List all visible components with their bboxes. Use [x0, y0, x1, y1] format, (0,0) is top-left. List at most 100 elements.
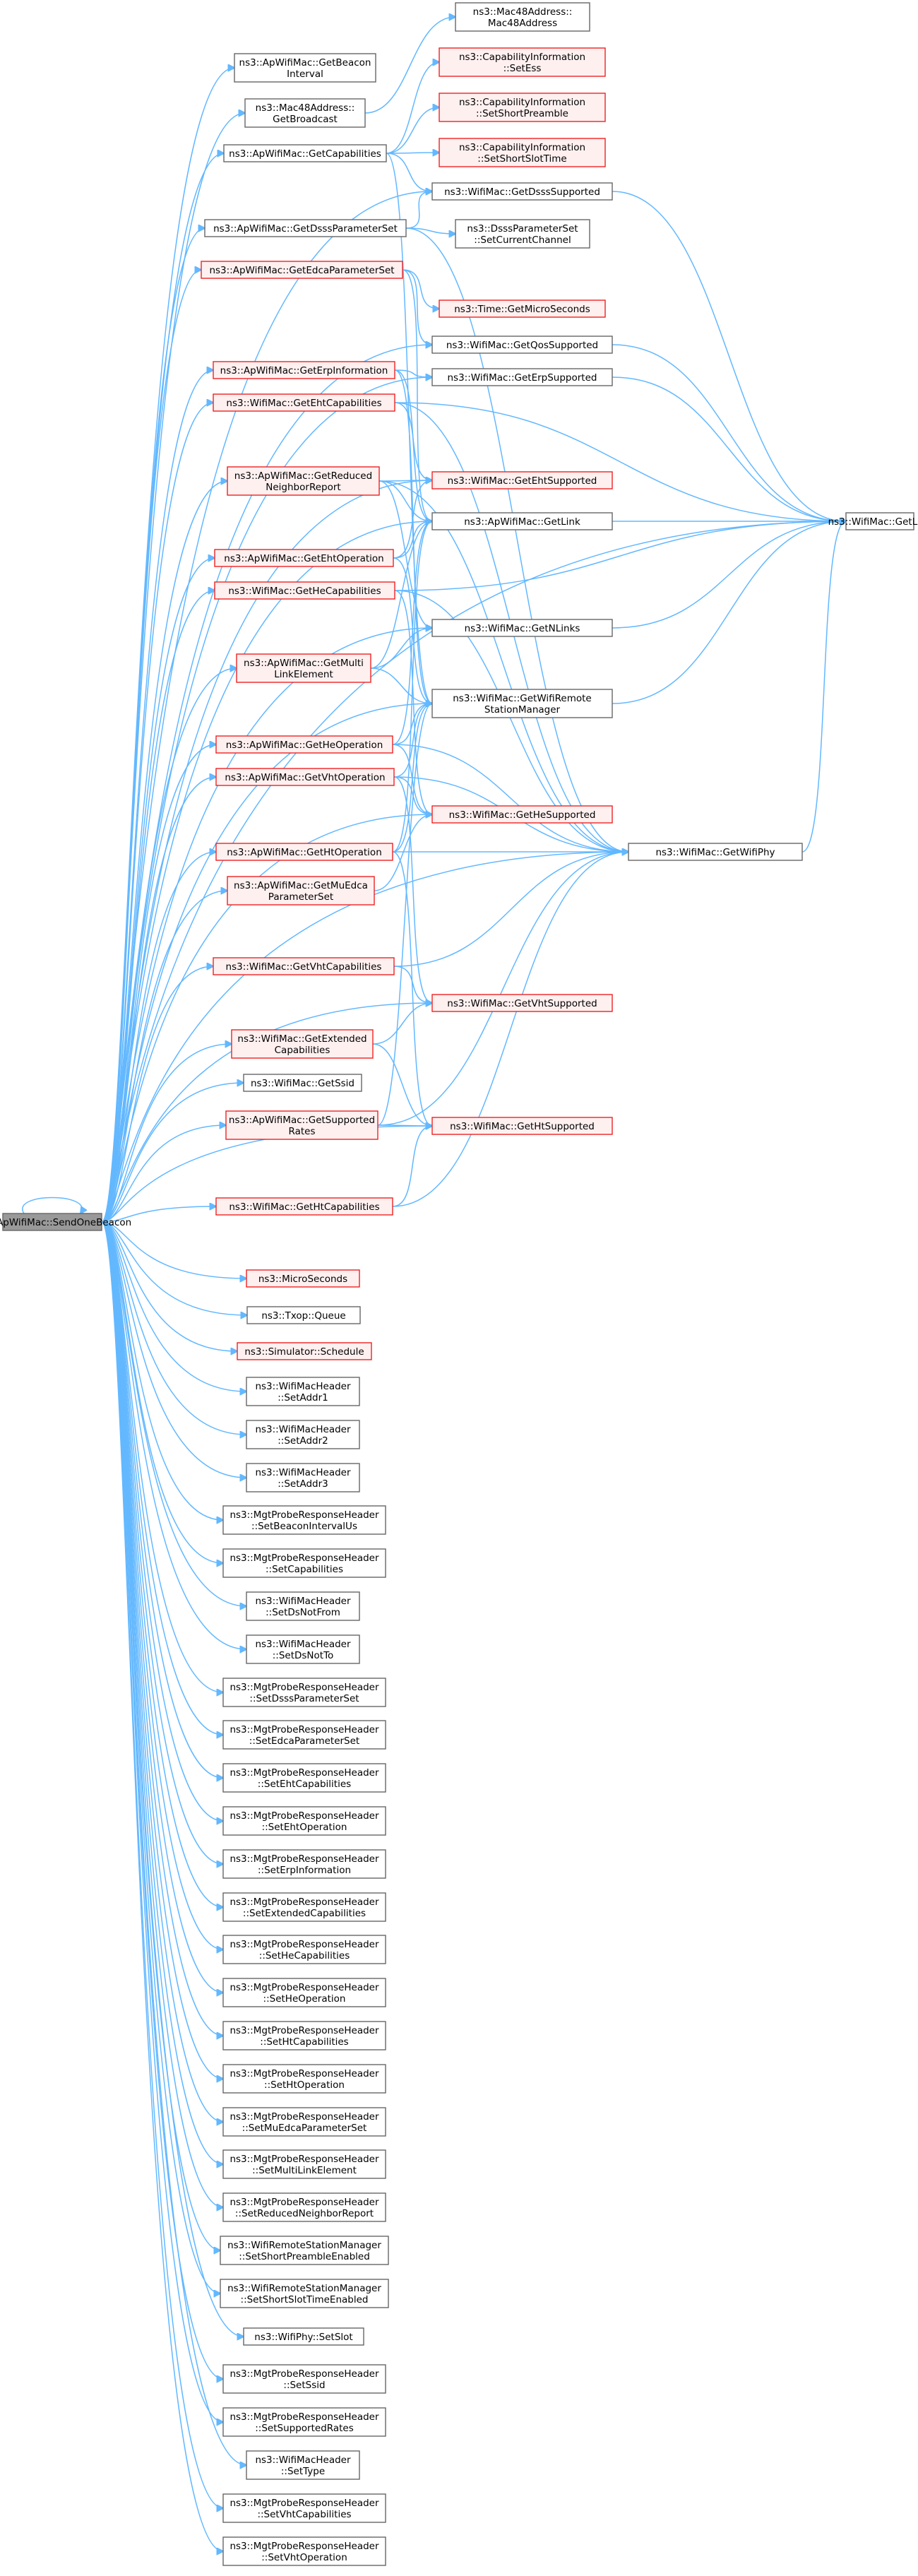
node-box: [431, 336, 613, 354]
node-getErpInformation[interactable]: ns3::ApWifiMac::GetErpInformation: [213, 361, 395, 379]
node-label: ::SetShortSlotTime: [477, 153, 566, 165]
edge-root-getErpSupported: [101, 377, 432, 1223]
edge-getMuEdcaParameterSet-getHeSupported: [374, 814, 432, 891]
node-setDsNotFrom[interactable]: ns3::WifiMacHeader::SetDsNotFrom: [246, 1591, 360, 1621]
node-setSsid[interactable]: ns3::MgtProbeResponseHeader::SetSsid: [222, 2364, 386, 2394]
node-setExtendedCapabilities[interactable]: ns3::MgtProbeResponseHeader::SetExtended…: [222, 1892, 386, 1922]
edge-root-root: [22, 1197, 83, 1214]
node-dsssSetCurrentChannel[interactable]: ns3::DsssParameterSet::SetCurrentChannel: [455, 219, 590, 249]
node-capSetEss[interactable]: ns3::CapabilityInformation::SetEss: [439, 47, 606, 77]
node-getHeSupported[interactable]: ns3::WifiMac::GetHeSupported: [431, 805, 613, 824]
node-label: ns3::MicroSeconds: [258, 1274, 347, 1285]
node-microSeconds[interactable]: ns3::MicroSeconds: [246, 1269, 360, 1288]
node-setHtCapabilities[interactable]: ns3::MgtProbeResponseHeader::SetHtCapabi…: [222, 2021, 386, 2050]
node-setBeaconIntervalUs[interactable]: ns3::MgtProbeResponseHeader::SetBeaconIn…: [222, 1505, 386, 1535]
edge-root-getWifiRemoteStationManager: [101, 704, 432, 1223]
node-capSetShortPreamble[interactable]: ns3::CapabilityInformation::SetShortPrea…: [439, 93, 606, 122]
node-setAddr2[interactable]: ns3::WifiMacHeader::SetAddr2: [246, 1420, 360, 1449]
node-label: ::SetSsid: [283, 2380, 325, 2391]
node-setVhtOperation[interactable]: ns3::MgtProbeResponseHeader::SetVhtOpera…: [222, 2536, 386, 2566]
node-label: ::SetCapabilities: [266, 1564, 343, 1575]
node-getHtSupported[interactable]: ns3::WifiMac::GetHtSupported: [431, 1117, 613, 1135]
node-capSetShortSlotTime[interactable]: ns3::CapabilityInformation::SetShortSlot…: [439, 138, 606, 167]
node-box: [227, 466, 380, 496]
node-getHeOperation[interactable]: ns3::ApWifiMac::GetHeOperation: [215, 735, 393, 754]
node-mac48Ctor[interactable]: ns3::Mac48Address::Mac48Address: [455, 2, 590, 32]
node-setShortSlotTimeEnabled[interactable]: ns3::WifiRemoteStationManager::SetShortS…: [220, 2279, 389, 2308]
node-getBroadcast[interactable]: ns3::Mac48Address::GetBroadcast: [244, 98, 366, 128]
node-box: [431, 182, 613, 201]
node-box: [431, 512, 613, 530]
node-getErpSupported[interactable]: ns3::WifiMac::GetErpSupported: [431, 368, 613, 386]
node-setVhtCapabilities[interactable]: ns3::MgtProbeResponseHeader::SetVhtCapab…: [222, 2493, 386, 2523]
node-setHeOperation[interactable]: ns3::MgtProbeResponseHeader::SetHeOperat…: [222, 1978, 386, 2007]
edge-getEhtOperation-apGetLink: [393, 521, 432, 559]
node-getDsssParameterSet[interactable]: ns3::ApWifiMac::GetDsssParameterSet: [204, 219, 407, 237]
node-getEhtCapabilities[interactable]: ns3::WifiMac::GetEhtCapabilities: [213, 393, 395, 412]
node-getQosSupported[interactable]: ns3::WifiMac::GetQosSupported: [431, 336, 613, 354]
node-apGetLink[interactable]: ns3::ApWifiMac::GetLink: [431, 512, 613, 530]
edge-getCapabilities-capSetEss: [386, 62, 439, 154]
node-getEhtOperation[interactable]: ns3::ApWifiMac::GetEhtOperation: [214, 549, 394, 567]
node-box: [244, 98, 366, 128]
node-setHtOperation[interactable]: ns3::MgtProbeResponseHeader::SetHtOperat…: [222, 2064, 386, 2094]
node-setEdcaParameterSet[interactable]: ns3::MgtProbeResponseHeader::SetEdcaPara…: [222, 1720, 386, 1750]
node-getHtCapabilities[interactable]: ns3::WifiMac::GetHtCapabilities: [215, 1197, 393, 1216]
node-getVhtOperation[interactable]: ns3::ApWifiMac::GetVhtOperation: [215, 768, 395, 786]
node-setDsNotTo[interactable]: ns3::WifiMacHeader::SetDsNotTo: [246, 1634, 360, 1664]
node-label: ns3::WifiMac::GetHeSupported: [449, 809, 596, 821]
node-setErpInformation[interactable]: ns3::MgtProbeResponseHeader::SetErpInfor…: [222, 1849, 386, 1879]
node-getSsid[interactable]: ns3::WifiMac::GetSsid: [243, 1074, 362, 1092]
node-box: [222, 1849, 386, 1879]
node-label: ::SetEdcaParameterSet: [249, 1735, 359, 1747]
node-label: ::SetShortPreambleEnabled: [239, 2251, 370, 2262]
node-box: [628, 843, 803, 861]
node-setSupportedRates[interactable]: ns3::MgtProbeResponseHeader::SetSupporte…: [222, 2407, 386, 2437]
node-label: ::SetEhtOperation: [262, 1822, 347, 1833]
node-wifiMacGetLink[interactable]: ns3::WifiMac::GetLink: [828, 512, 918, 530]
node-getWifiPhy[interactable]: ns3::WifiMac::GetWifiPhy: [628, 843, 803, 861]
node-getWifiRemoteStationManager[interactable]: ns3::WifiMac::GetWifiRemoteStationManage…: [431, 689, 613, 718]
node-getDsssSupported[interactable]: ns3::WifiMac::GetDsssSupported: [431, 182, 613, 201]
edge-root-simSchedule: [101, 1221, 237, 1351]
node-label: ns3::MgtProbeResponseHeader: [230, 1853, 379, 1865]
node-setEhtOperation[interactable]: ns3::MgtProbeResponseHeader::SetEhtOpera…: [222, 1806, 386, 1836]
node-setAddr1[interactable]: ns3::WifiMacHeader::SetAddr1: [246, 1377, 360, 1406]
node-setReducedNeighborReport[interactable]: ns3::MgtProbeResponseHeader::SetReducedN…: [222, 2192, 386, 2222]
node-setSlot[interactable]: ns3::WifiPhy::SetSlot: [243, 2327, 364, 2346]
node-label: ns3::ApWifiMac::GetMuEdca: [234, 880, 368, 891]
node-getCapabilities[interactable]: ns3::ApWifiMac::GetCapabilities: [223, 144, 387, 162]
node-getNLinks[interactable]: ns3::WifiMac::GetNLinks: [431, 619, 613, 637]
node-setDsssParameterSet[interactable]: ns3::MgtProbeResponseHeader::SetDsssPara…: [222, 1678, 386, 1707]
node-label: ns3::MgtProbeResponseHeader: [230, 1982, 379, 1993]
node-setMuEdcaParameterSet[interactable]: ns3::MgtProbeResponseHeader::SetMuEdcaPa…: [222, 2107, 386, 2137]
node-getHeCapabilities[interactable]: ns3::WifiMac::GetHeCapabilities: [214, 581, 395, 600]
node-label: ::SetType: [281, 2466, 325, 2477]
node-setCapabilities[interactable]: ns3::MgtProbeResponseHeader::SetCapabili…: [222, 1548, 386, 1578]
node-getEhtSupported[interactable]: ns3::WifiMac::GetEhtSupported: [431, 471, 613, 489]
edge-getVhtCapabilities-getWifiPhy: [393, 852, 628, 967]
node-setType[interactable]: ns3::WifiMacHeader::SetType: [246, 2450, 360, 2480]
node-getEdcaParameterSet[interactable]: ns3::ApWifiMac::GetEdcaParameterSet: [201, 261, 403, 279]
node-timeGetMicroSeconds[interactable]: ns3::Time::GetMicroSeconds: [439, 299, 606, 318]
node-getHtOperation[interactable]: ns3::ApWifiMac::GetHtOperation: [215, 843, 393, 861]
node-getVhtSupported[interactable]: ns3::WifiMac::GetVhtSupported: [431, 994, 613, 1012]
node-setHeCapabilities[interactable]: ns3::MgtProbeResponseHeader::SetHeCapabi…: [222, 1935, 386, 1964]
node-root[interactable]: ns3::ApWifiMac::SendOneBeacon: [0, 1213, 131, 1231]
node-simSchedule[interactable]: ns3::Simulator::Schedule: [237, 1342, 372, 1360]
node-txopQueue[interactable]: ns3::Txop::Queue: [246, 1306, 361, 1324]
edge-getEdcaParameterSet-apGetLink: [402, 269, 432, 521]
node-label: ::SetHtCapabilities: [260, 2036, 348, 2048]
node-setAddr3[interactable]: ns3::WifiMacHeader::SetAddr3: [246, 1463, 360, 1492]
node-setMultiLinkElement[interactable]: ns3::MgtProbeResponseHeader::SetMultiLin…: [222, 2149, 386, 2179]
node-setShortPreambleEnabled[interactable]: ns3::WifiRemoteStationManager::SetShortP…: [220, 2236, 389, 2265]
node-getVhtCapabilities[interactable]: ns3::WifiMac::GetVhtCapabilities: [213, 957, 395, 975]
node-setEhtCapabilities[interactable]: ns3::MgtProbeResponseHeader::SetEhtCapab…: [222, 1763, 386, 1793]
